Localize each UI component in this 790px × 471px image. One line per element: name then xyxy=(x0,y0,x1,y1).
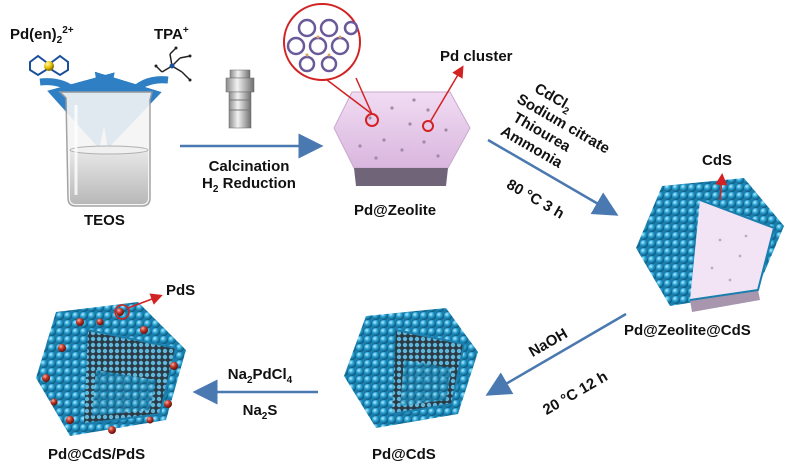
pd-en-complex-molecule xyxy=(29,54,69,77)
tpa-label: TPA+ xyxy=(154,26,189,44)
step1-line1: Calcination xyxy=(208,158,290,175)
step1-conditions: Calcination H2 Reduction xyxy=(186,158,312,195)
beaker xyxy=(58,91,153,207)
pd-zeolite-cds-crystal xyxy=(636,178,784,312)
pd-cds-label: Pd@CdS xyxy=(372,446,436,463)
pd-complex-text: Pd(en) xyxy=(10,26,57,43)
arrow-step2 xyxy=(487,138,619,216)
pd-complex-label: Pd(en)22+ xyxy=(10,25,74,46)
tpa-superscript: + xyxy=(182,25,189,36)
pds-arrow xyxy=(127,293,163,309)
pd-complex-superscript: 2+ xyxy=(62,25,74,36)
pd-cluster-label: Pd cluster xyxy=(440,48,513,65)
step1-line2: H2 Reduction xyxy=(202,175,296,195)
cds-arrow xyxy=(715,173,728,201)
pd-cds-pds-label: Pd@CdS/PdS xyxy=(48,446,146,463)
pd-cds-pds-crystal xyxy=(36,302,186,436)
zeolite-crystal xyxy=(333,91,471,186)
pd-zeolite-cds-label: Pd@Zeolite@CdS xyxy=(624,322,751,339)
tpa-text: TPA xyxy=(154,26,183,43)
pd-cds-crystal xyxy=(344,308,478,428)
pds-label: PdS xyxy=(166,282,196,299)
autoclave xyxy=(225,69,255,129)
zeolite-framework-inset xyxy=(283,3,373,115)
teos-label: TEOS xyxy=(84,212,125,229)
pd-complex-subscript: 2 xyxy=(56,35,63,46)
cds-label: CdS xyxy=(702,152,732,169)
pd-zeolite-label: Pd@Zeolite xyxy=(354,202,437,219)
step4-reagent-bottom: Na2S xyxy=(242,402,278,422)
tpa-molecule xyxy=(154,46,192,82)
step4-reagent-top: Na2PdCl4 xyxy=(227,366,293,386)
arrow-step3 xyxy=(485,312,627,396)
pd-cluster-arrow xyxy=(429,65,464,123)
